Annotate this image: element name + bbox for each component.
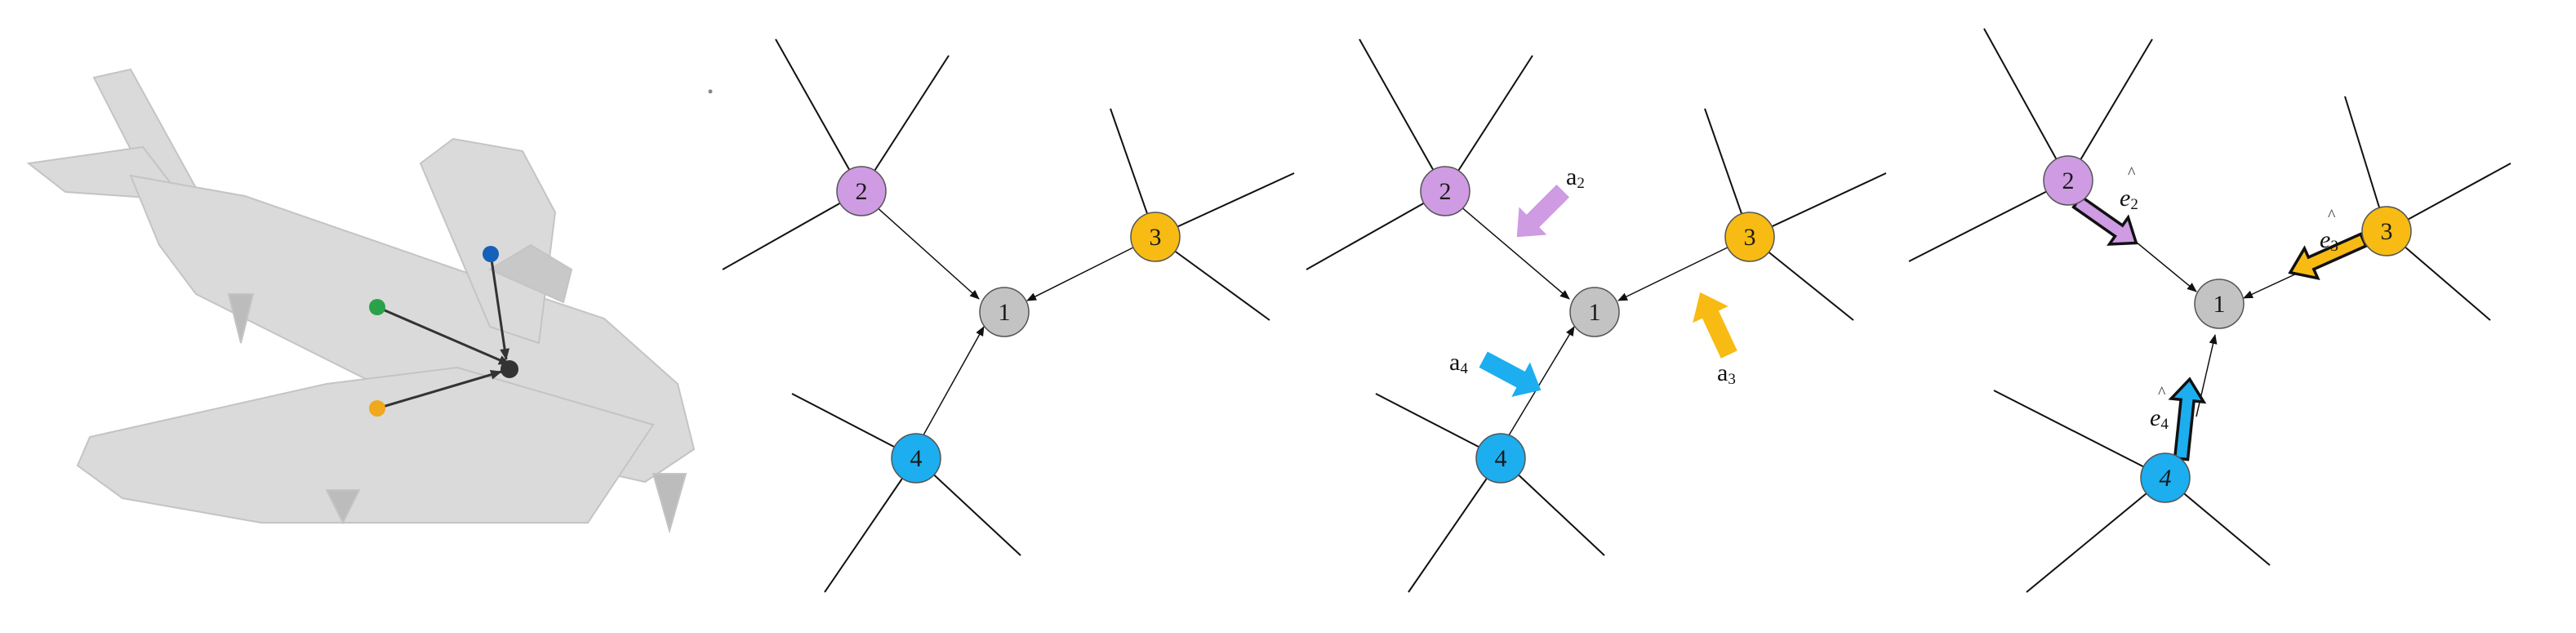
keypoint-link-blue bbox=[489, 253, 510, 360]
p4-arrow-e4 bbox=[2168, 377, 2207, 461]
graph-panel-edges-nodes: 2 3 1 4 bbox=[2043, 155, 2412, 503]
p2-node-2-label: 2 bbox=[856, 178, 868, 205]
p3-node-4 bbox=[1475, 433, 1526, 484]
p2-node-4 bbox=[891, 433, 941, 484]
p3-arrow-a2 bbox=[1516, 184, 1570, 238]
p4-label-e2-hat: ^ bbox=[2128, 164, 2136, 182]
p4-block-arrows bbox=[2071, 194, 2369, 461]
p3-node-3 bbox=[1724, 212, 1775, 262]
p4-arrow-e2 bbox=[2071, 194, 2138, 246]
aircraft-wing bbox=[76, 366, 655, 524]
p2-edge-3-1 bbox=[1026, 244, 1139, 301]
p2-node-1 bbox=[979, 287, 1030, 337]
aircraft-right-fin bbox=[419, 137, 557, 345]
keypoint-center-dot bbox=[501, 360, 518, 378]
p3-node-4-label: 4 bbox=[1495, 445, 1507, 472]
aircraft-silhouette bbox=[26, 68, 696, 534]
p2-edge-4-1 bbox=[920, 326, 985, 440]
aircraft-panel bbox=[26, 68, 696, 534]
p4-node-1 bbox=[2194, 279, 2245, 329]
p4-label-e3-hat: ^ bbox=[2328, 207, 2336, 225]
stray-dot bbox=[708, 89, 713, 94]
p3-arrow-a4 bbox=[1479, 351, 1542, 397]
aircraft-gear-right bbox=[652, 473, 687, 534]
p2-node-2 bbox=[836, 166, 887, 216]
p4-label-e4: e4 bbox=[2150, 404, 2169, 433]
p4-edge-4-1 bbox=[2196, 334, 2218, 417]
p3-node-2-label: 2 bbox=[1439, 178, 1452, 205]
p3-label-a3: a3 bbox=[1717, 359, 1736, 388]
graph-panel-plain-nodes: 2 3 1 4 bbox=[836, 166, 1181, 484]
p4-node-4-label: 4 bbox=[2160, 465, 2172, 492]
p3-arrow-a3 bbox=[1693, 292, 1737, 359]
p2-node-4-label: 4 bbox=[910, 445, 923, 472]
p3-edge-4-1 bbox=[1506, 326, 1575, 440]
graph-panel-attention bbox=[1306, 38, 1887, 593]
p4-node-4 bbox=[2140, 452, 2191, 503]
keypoint-green-dot bbox=[369, 299, 385, 315]
p3-edge-3-1 bbox=[1617, 244, 1733, 301]
p4-node-3-label: 3 bbox=[2381, 218, 2393, 245]
p4-node-2-label: 2 bbox=[2062, 167, 2075, 194]
p4-arrow-e3 bbox=[2288, 232, 2369, 280]
aircraft-gear-left bbox=[325, 489, 361, 525]
p4-label-e2: e2 bbox=[2120, 185, 2138, 213]
p4-label-e4-hat: ^ bbox=[2158, 384, 2166, 402]
p3-label-a4: a4 bbox=[1449, 349, 1468, 377]
aircraft-gear-tail bbox=[227, 293, 255, 344]
keypoint-link-green bbox=[376, 305, 510, 366]
p4-node-3 bbox=[2361, 206, 2412, 256]
keypoint-blue-dot bbox=[483, 246, 499, 262]
p3-block-arrows bbox=[1479, 184, 1737, 397]
graph-panel-attention-nodes: 2 3 1 4 bbox=[1420, 166, 1775, 484]
p2-node-3 bbox=[1130, 212, 1181, 262]
p3-labels: a2 a3 a4 bbox=[1449, 163, 1736, 388]
p4-label-e3: e3 bbox=[2320, 226, 2338, 255]
aircraft-canopy bbox=[487, 243, 573, 304]
p3-node-2 bbox=[1420, 166, 1470, 216]
p2-node-3-label: 3 bbox=[1150, 224, 1162, 251]
p3-node-1 bbox=[1569, 287, 1620, 337]
p3-edge-2-1 bbox=[1459, 205, 1570, 300]
p3-label-a2: a2 bbox=[1566, 163, 1585, 192]
keypoint-orange-dot bbox=[369, 400, 385, 417]
p3-node-1-label: 1 bbox=[1589, 299, 1601, 326]
p2-edge-2-1 bbox=[874, 205, 980, 300]
keypoint-link-orange bbox=[376, 369, 502, 410]
p4-node-1-label: 1 bbox=[2213, 291, 2226, 318]
p4-node-2 bbox=[2043, 155, 2093, 206]
p3-node-3-label: 3 bbox=[1744, 224, 1756, 251]
p2-node-1-label: 1 bbox=[999, 299, 1011, 326]
p4-labels: ^ e2 ^ e3 ^ e4 bbox=[2120, 164, 2338, 433]
